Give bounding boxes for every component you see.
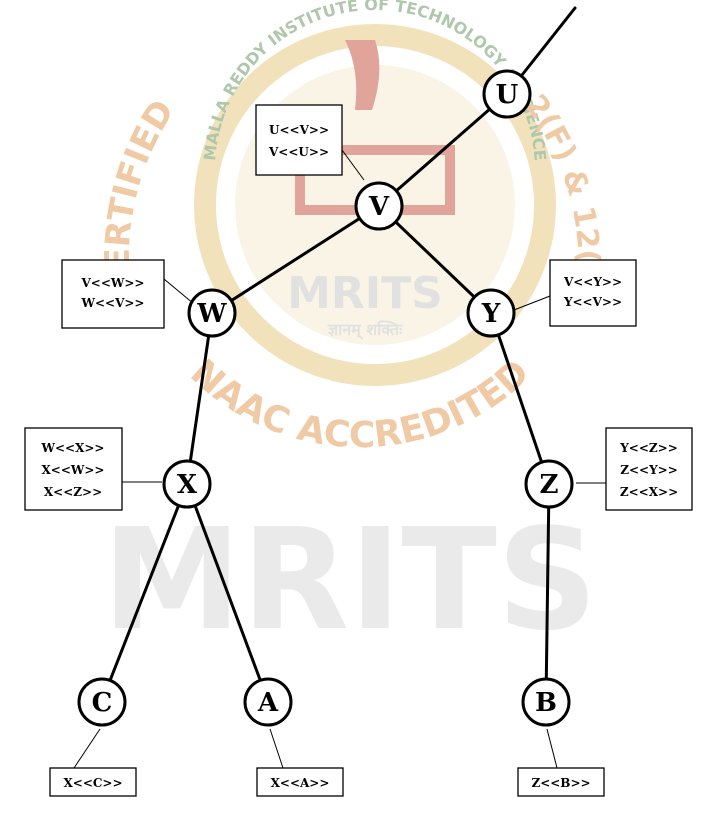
node-x: X (162, 459, 212, 509)
box-v-line-1: U<<V>> (269, 123, 329, 137)
box-x-frame (24, 427, 123, 511)
edge-y-z (489, 311, 551, 486)
node-v: V (354, 181, 404, 231)
node-y-circle (466, 288, 516, 338)
box-w-line-2: W<<V>> (80, 296, 144, 310)
node-c-label: C (92, 688, 113, 718)
box-v-frame (255, 104, 343, 176)
watermark-motto: ज्ञानम् शक्तिः (327, 320, 403, 340)
box-x-line-1: W<<X>> (40, 441, 104, 455)
box-w: V<<W>> W<<V>> (61, 259, 165, 329)
leader-c (73, 728, 101, 769)
leader-v (341, 149, 365, 181)
box-z-line-3: Z<<X>> (620, 485, 678, 499)
watermark-torch-icon (345, 40, 380, 110)
node-a-label: A (257, 688, 279, 718)
edge-u-v (377, 92, 509, 208)
box-z-line-2: Z<<Y>> (620, 463, 678, 477)
box-z-line-1: Y<<Z>> (619, 441, 678, 455)
node-z: Z (524, 459, 574, 509)
node-c: C (77, 677, 127, 727)
node-z-label: Z (540, 470, 559, 500)
leader-b (546, 728, 558, 769)
box-b-line-1: Z<<B>> (531, 776, 590, 790)
box-z: Y<<Z>> Z<<Y>> Z<<X>> (605, 427, 693, 511)
node-u: U (482, 69, 532, 119)
node-w: W (187, 288, 237, 338)
box-y-line-2: Y<<V>> (563, 295, 622, 309)
box-c-line-1: X<<C>> (63, 776, 122, 790)
box-b: Z<<B>> (517, 767, 605, 797)
box-b-frame (517, 767, 605, 797)
box-z-frame (605, 427, 693, 511)
edge-v-w (210, 204, 381, 315)
node-y-label: Y (481, 299, 501, 329)
label-boxes: U<<V>> V<<U>> V<<W>> W<<V>> V<<Y>> Y<<V>… (24, 104, 693, 797)
box-a-line-1: X<<A>> (271, 776, 330, 790)
box-x-line-3: X<<Z>> (44, 485, 102, 499)
nodes: U V W Y X Z C A (77, 69, 574, 727)
watermark-small-logo: MRITS (287, 268, 443, 319)
box-v-line-2: V<<U>> (268, 145, 329, 159)
node-w-circle (187, 288, 237, 338)
node-a: A (243, 677, 293, 727)
leader-y (513, 295, 551, 311)
box-y: V<<Y>> Y<<V>> (549, 259, 637, 327)
box-c: X<<C>> (49, 767, 137, 797)
node-b-circle (521, 677, 571, 727)
leader-w (163, 278, 195, 305)
edge-x-a (185, 482, 270, 703)
leader-lines (73, 149, 606, 769)
node-v-label: V (368, 192, 390, 222)
node-y: Y (466, 288, 516, 338)
edge-z-b (544, 482, 551, 703)
node-x-label: X (177, 470, 198, 500)
node-z-circle (524, 459, 574, 509)
box-w-frame (61, 259, 165, 329)
watermark-main-logo: MRITS (102, 499, 598, 662)
leader-a (269, 728, 284, 769)
node-b-label: B (535, 688, 557, 718)
box-a: X<<A>> (256, 767, 344, 797)
node-u-circle (482, 69, 532, 119)
box-x: W<<X>> X<<W>> X<<Z>> (24, 427, 123, 511)
box-y-line-1: V<<Y>> (563, 275, 622, 289)
node-x-circle (162, 459, 212, 509)
box-w-line-1: V<<W>> (80, 276, 144, 290)
edge-x-c (100, 482, 189, 703)
node-v-circle (354, 181, 404, 231)
edge-w-x (185, 311, 214, 486)
box-x-line-2: X<<W>> (41, 463, 104, 477)
box-y-frame (549, 259, 637, 327)
watermark-emblem-ring (194, 24, 556, 386)
node-a-circle (243, 677, 293, 727)
box-a-frame (256, 767, 344, 797)
node-b: B (521, 677, 571, 727)
edge-v-y (377, 204, 493, 315)
box-c-frame (49, 767, 137, 797)
node-u-label: U (496, 80, 519, 110)
node-c-circle (77, 677, 127, 727)
node-w-label: W (196, 299, 227, 329)
box-v: U<<V>> V<<U>> (255, 104, 343, 176)
